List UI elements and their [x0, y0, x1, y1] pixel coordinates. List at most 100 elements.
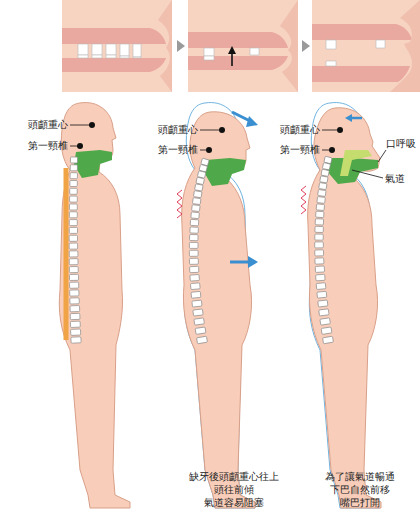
vertebra: [189, 258, 198, 264]
vertebra: [70, 188, 78, 194]
step-arrow: [177, 40, 185, 52]
vertebra: [189, 242, 198, 248]
lips: [158, 0, 172, 92]
center-dot: [89, 122, 95, 128]
part-label: 氣道: [385, 173, 405, 185]
vertebra: [70, 321, 80, 327]
vertebra: [192, 205, 201, 212]
upper-teeth: [78, 44, 141, 57]
lower-gum: [188, 56, 288, 70]
body-silhouette: [182, 112, 255, 508]
part-label: 口呼吸: [386, 138, 416, 150]
leader-line: [70, 125, 90, 126]
mouth-inset: [312, 0, 420, 92]
vertebra: [69, 259, 78, 265]
vertebra: [195, 184, 203, 191]
vertebra: [190, 275, 199, 282]
vertebra: [69, 235, 77, 241]
vertebra: [315, 226, 323, 232]
vertebra: [321, 327, 332, 334]
vertebra-dot: [77, 143, 83, 149]
center-dot: [337, 127, 343, 133]
vertebra: [196, 177, 204, 184]
vertebra: [322, 163, 330, 170]
blue-arrow-head: [345, 114, 352, 122]
vertebra: [194, 318, 204, 325]
leader-line: [322, 130, 337, 131]
leader-line: [200, 150, 206, 151]
part-label: 第一頸椎: [280, 144, 320, 156]
lips: [280, 0, 298, 92]
vertebra: [69, 267, 78, 273]
lower-teeth: [78, 55, 141, 58]
part-label: 第一頸椎: [28, 140, 68, 152]
vertebra: [323, 336, 334, 344]
airway-region: [340, 150, 372, 176]
lower-teeth: [204, 56, 214, 60]
vertebra: [69, 243, 77, 249]
vertebra: [70, 173, 77, 179]
vertebra: [70, 290, 79, 296]
vertebra: [70, 282, 79, 288]
vertebra: [192, 198, 201, 205]
vertebra: [321, 169, 329, 176]
caption-text: 缺牙後頭顱重心往上 頭往前傾 氣道容易阻塞: [186, 470, 282, 509]
vertebra: [315, 234, 323, 240]
vertebra: [319, 309, 329, 316]
vertebra: [320, 318, 330, 325]
part-label: 頭顱重心: [158, 124, 198, 136]
leader-line: [378, 150, 386, 162]
pain-mark: [301, 186, 306, 214]
vertebra: [197, 336, 208, 344]
vertebra: [193, 191, 202, 198]
vertebra: [70, 180, 77, 186]
vertebra: [69, 251, 78, 257]
vertebra: [70, 165, 77, 171]
vertebra: [71, 329, 81, 335]
vertebra: [69, 274, 78, 280]
vertebra: [316, 274, 326, 281]
spine-band: [64, 168, 69, 340]
vertebra: [316, 204, 324, 211]
upper-gum: [62, 28, 166, 44]
vertebra: [315, 266, 324, 273]
vertebra: [189, 250, 198, 256]
vertebra-dot: [206, 147, 212, 153]
jaw-region: [326, 158, 378, 184]
vertebra: [318, 190, 326, 197]
pain-mark: [177, 190, 182, 218]
blue-arrow-head: [246, 116, 258, 127]
leader-line: [200, 130, 219, 131]
vertebra: [190, 234, 199, 240]
vertebra: [316, 211, 324, 218]
vertebra: [315, 219, 323, 225]
blue-arrow: [230, 261, 250, 264]
up-arrow-head: [228, 46, 236, 54]
upper-teeth: [326, 40, 385, 49]
vertebra: [316, 283, 326, 290]
lips: [390, 0, 420, 92]
vertebra: [69, 204, 77, 210]
vertebra: [315, 258, 324, 264]
vertebra: [69, 227, 77, 233]
lower-gum: [62, 58, 166, 72]
vertebra: [193, 309, 203, 316]
inset-ground: [312, 0, 420, 92]
leader-line: [352, 170, 383, 178]
vertebra-dot: [329, 147, 335, 153]
vertebra: [197, 171, 205, 179]
step-arrow: [302, 40, 310, 52]
lower-teeth: [326, 61, 336, 66]
jaw-region: [204, 158, 246, 186]
leader-line: [70, 146, 78, 147]
vertebra: [191, 212, 200, 219]
part-label: 頭顱重心: [280, 124, 320, 136]
jaw-region: [74, 150, 112, 178]
vertebra: [190, 227, 199, 233]
upper-gum: [312, 24, 412, 40]
vertebra: [318, 300, 328, 307]
vertebra: [317, 291, 327, 298]
vertebra: [190, 219, 199, 226]
inset-ground: [188, 0, 298, 92]
